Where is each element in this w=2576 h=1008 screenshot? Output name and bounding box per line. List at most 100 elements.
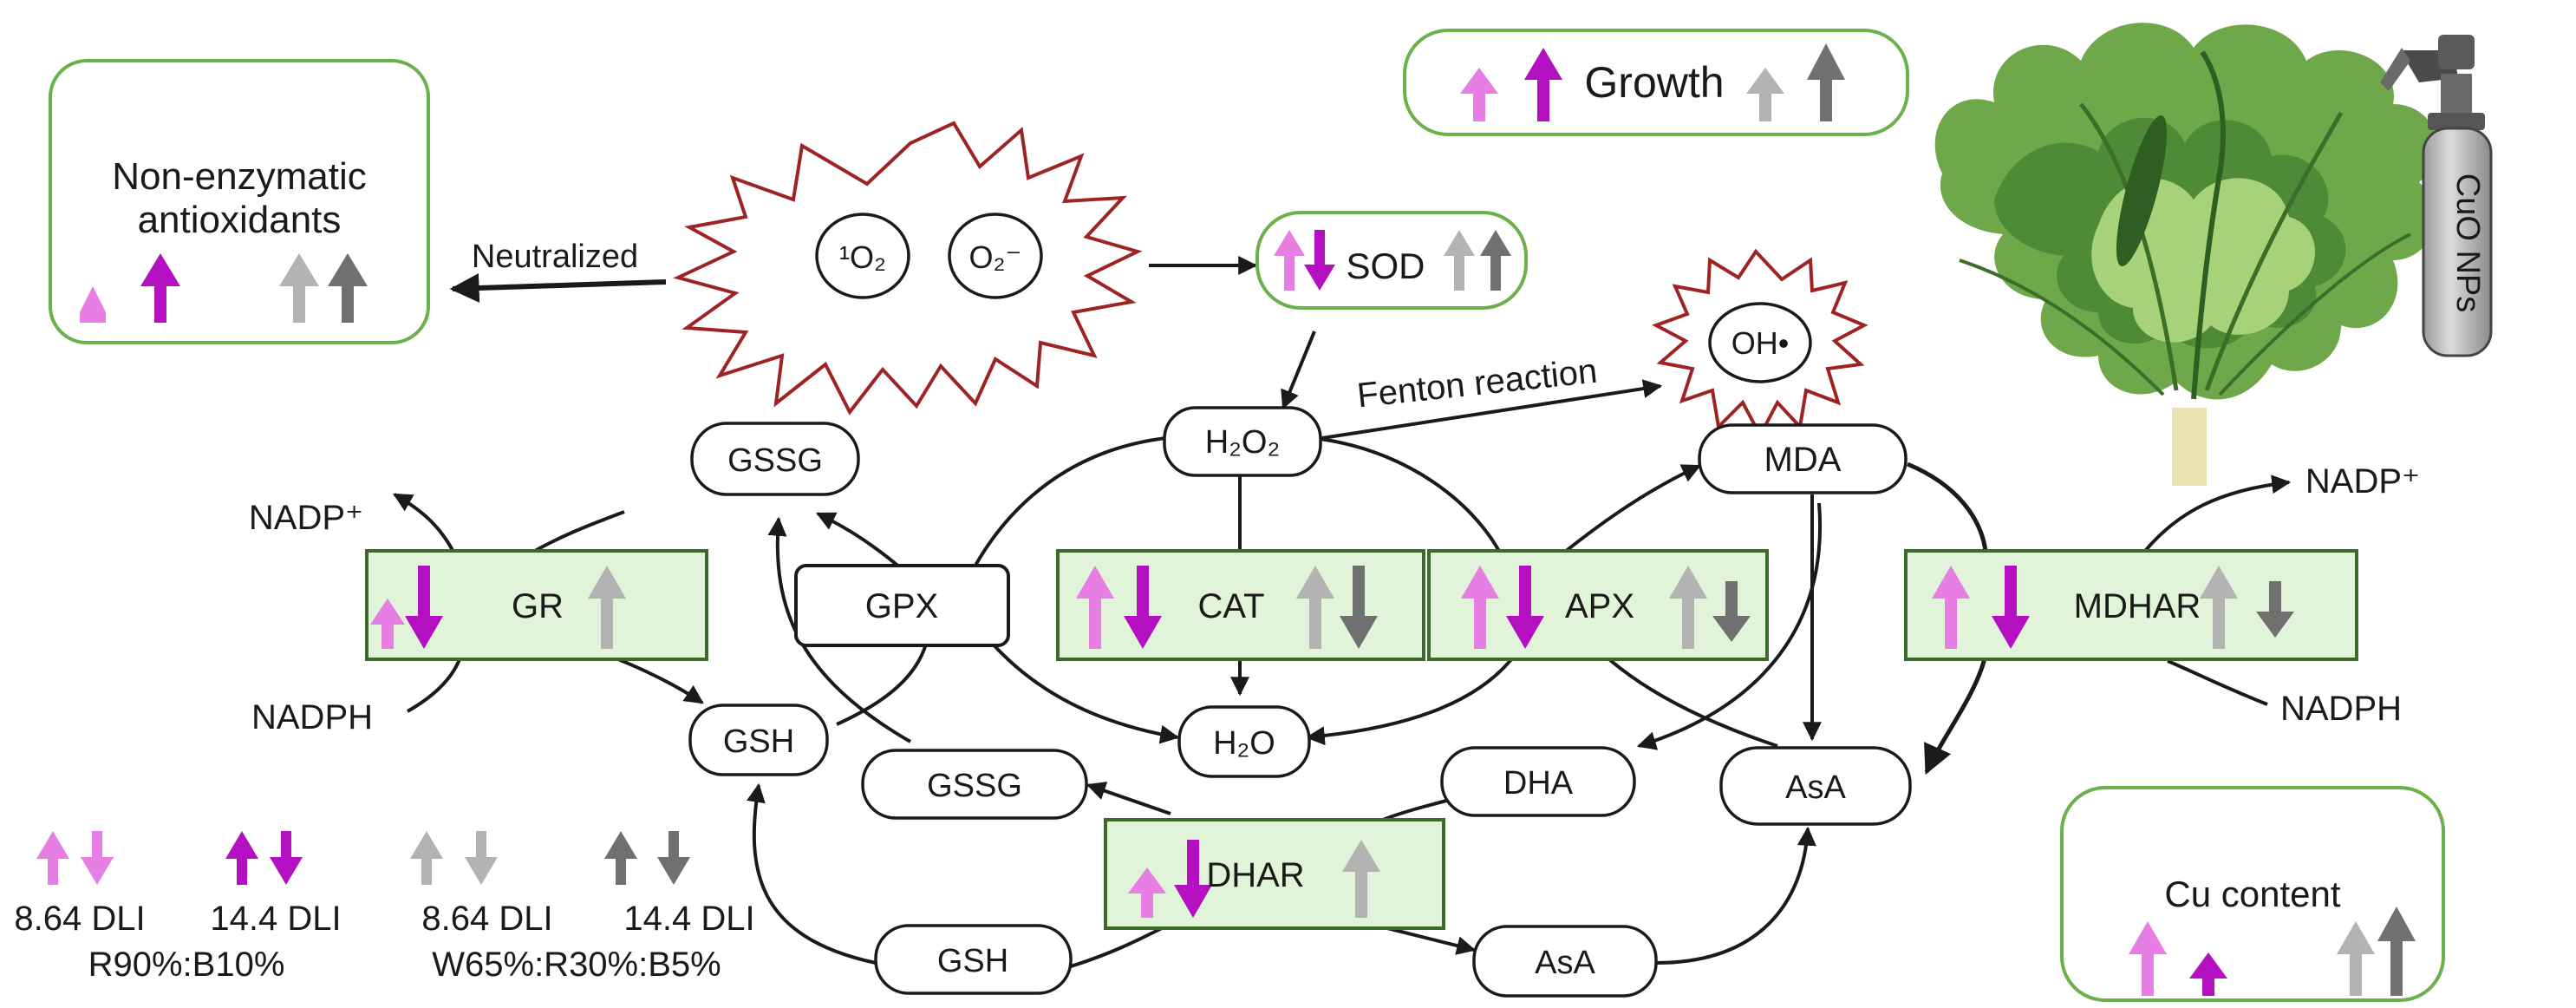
legend-dli-label: 8.64 DLI [421,900,552,938]
gssg-mid-node [861,749,1088,820]
legend-item-dark-gray: 14.4 DLI [604,831,755,938]
arrow-down-icon [2256,581,2294,638]
gr-label: GR [512,587,564,625]
arrow-down-icon [1992,566,2030,649]
legend-dli-label: 14.4 DLI [210,900,341,938]
arrow-up-icon [2200,566,2238,649]
legend-spectrum-red-blue: R90%:B10% [88,946,285,984]
mdhar-label: MDHAR [2074,587,2201,625]
curve-asa-bottom-to-asa [1655,826,1816,965]
gpx-box [794,564,1010,647]
nadph-right-label: NADPH [2280,690,2402,728]
sod-effects [1274,230,1511,291]
arrow-up-icon [604,831,637,885]
arrow-down-icon [465,831,498,885]
non-enzymatic-label-line2: antioxidants [138,199,342,241]
arrow-down-icon [270,831,303,885]
arrow-up-icon [2129,921,2167,996]
arrow-down-icon [1304,230,1335,291]
curve-mdhar-to-nadp [2140,475,2292,557]
arrow-up-icon [2377,907,2416,996]
hydroxyl-node [1708,302,1812,383]
arrow-up-icon [36,831,69,885]
arrow-up-icon [1932,566,1970,649]
sod-label: SOD [1346,245,1425,286]
arrow-up-icon [328,253,368,323]
mda-node [1698,423,1908,494]
h2o2-label: H₂O₂ [1205,424,1281,461]
arrow-dhar-to-asa [1386,926,1477,955]
nadp-left-label: NADP⁺ [249,499,363,537]
h2o-node [1177,705,1311,778]
legend-item-light-gray: 8.64 DLI [410,831,553,938]
asa-right-node [1719,746,1912,826]
mdhar-box [1904,549,2358,661]
asa-bottom-label: AsA [1535,945,1595,981]
neutralized-label: Neutralized [472,239,638,275]
apx-label: APX [1565,587,1634,625]
arrow-up-icon [1296,566,1334,649]
legend-item-light-magenta: 8.64 DLI [14,831,146,938]
arrow-down-icon [81,831,114,885]
arrow-up-icon [80,286,106,323]
arrow-up-icon [225,831,258,885]
mdhar-effects [1932,566,2294,649]
arrow-up-icon [370,599,405,649]
growth-label: Growth [1584,58,1724,107]
gssg-top-label: GSSG [727,442,823,479]
non-enzymatic-label-line1: Non-enzymatic [112,155,366,198]
legend: 8.64 DLI 14.4 DLI 8.64 DLI 14.4 DLI R90%… [14,831,755,984]
arrow-down-icon [405,566,443,649]
curve-gsh-bottom-to-gsh-left [747,782,877,965]
arrow-up-icon [1807,43,1845,121]
curve-gsh-to-gpx [836,637,929,726]
hydroxyl-label: OH• [1731,325,1790,361]
nadph-left-label: NADPH [251,698,373,736]
asa-right-label: AsA [1785,769,1846,806]
gssg-top-node [690,422,860,496]
arrow-down-icon [1712,581,1751,642]
curve-gpx-to-gssg [816,512,908,574]
arrow-up-icon [1460,68,1498,121]
legend-dli-label: 8.64 DLI [14,900,145,938]
gssg-mid-label: GSSG [927,768,1022,804]
arrow-down-icon [1124,566,1162,649]
asa-bottom-node [1472,925,1658,998]
arrow-up-icon [1480,230,1511,291]
gpx-label: GPX [865,587,938,625]
arrow-up-icon [1274,230,1305,291]
arrow-up-icon [2337,921,2375,996]
arrow-down-icon [1340,566,1378,649]
arrow-up-icon [1746,68,1784,121]
curve-gr-to-nadp [393,493,457,556]
growth-box [1403,29,1909,136]
arrow-down-icon [1506,566,1544,649]
spray-bottle-icon: CuO NPs [2380,35,2493,357]
arrow-up-icon [588,566,626,649]
arrow-neutralized [449,273,667,303]
dhar-label: DHAR [1206,856,1304,894]
spray-bottle-label: CuO NPs [2449,173,2486,312]
cat-effects [1076,566,1378,649]
arrow-up-icon [1128,867,1166,918]
apx-effects [1461,566,1751,649]
arrow-down-icon [657,831,690,885]
gsh-left-label: GSH [723,723,794,760]
curve-nadph-to-gr [407,658,461,713]
curve-nadph-to-mdhar [2167,659,2268,706]
curve-gr-to-gsh [606,653,704,704]
arrow-up-icon [1444,230,1475,291]
curve-gsh-bottom-to-dhar [1067,926,1163,969]
nadp-right-label: NADP⁺ [2305,462,2420,501]
gr-effects [370,566,626,649]
arrow-up-icon [1076,566,1114,649]
arrow-up-icon [279,253,319,323]
growth-effects [1460,43,1845,121]
legend-dli-label: 14.4 DLI [623,900,754,938]
arrow-sod-to-h2o2 [1281,331,1316,410]
legend-spectrum-white-red-blue: W65%:R30%:B5% [432,946,721,984]
arrow-dhar-to-gssg [1086,782,1171,815]
h2o2-node [1163,406,1322,477]
non-enzymatic-box [49,59,430,344]
